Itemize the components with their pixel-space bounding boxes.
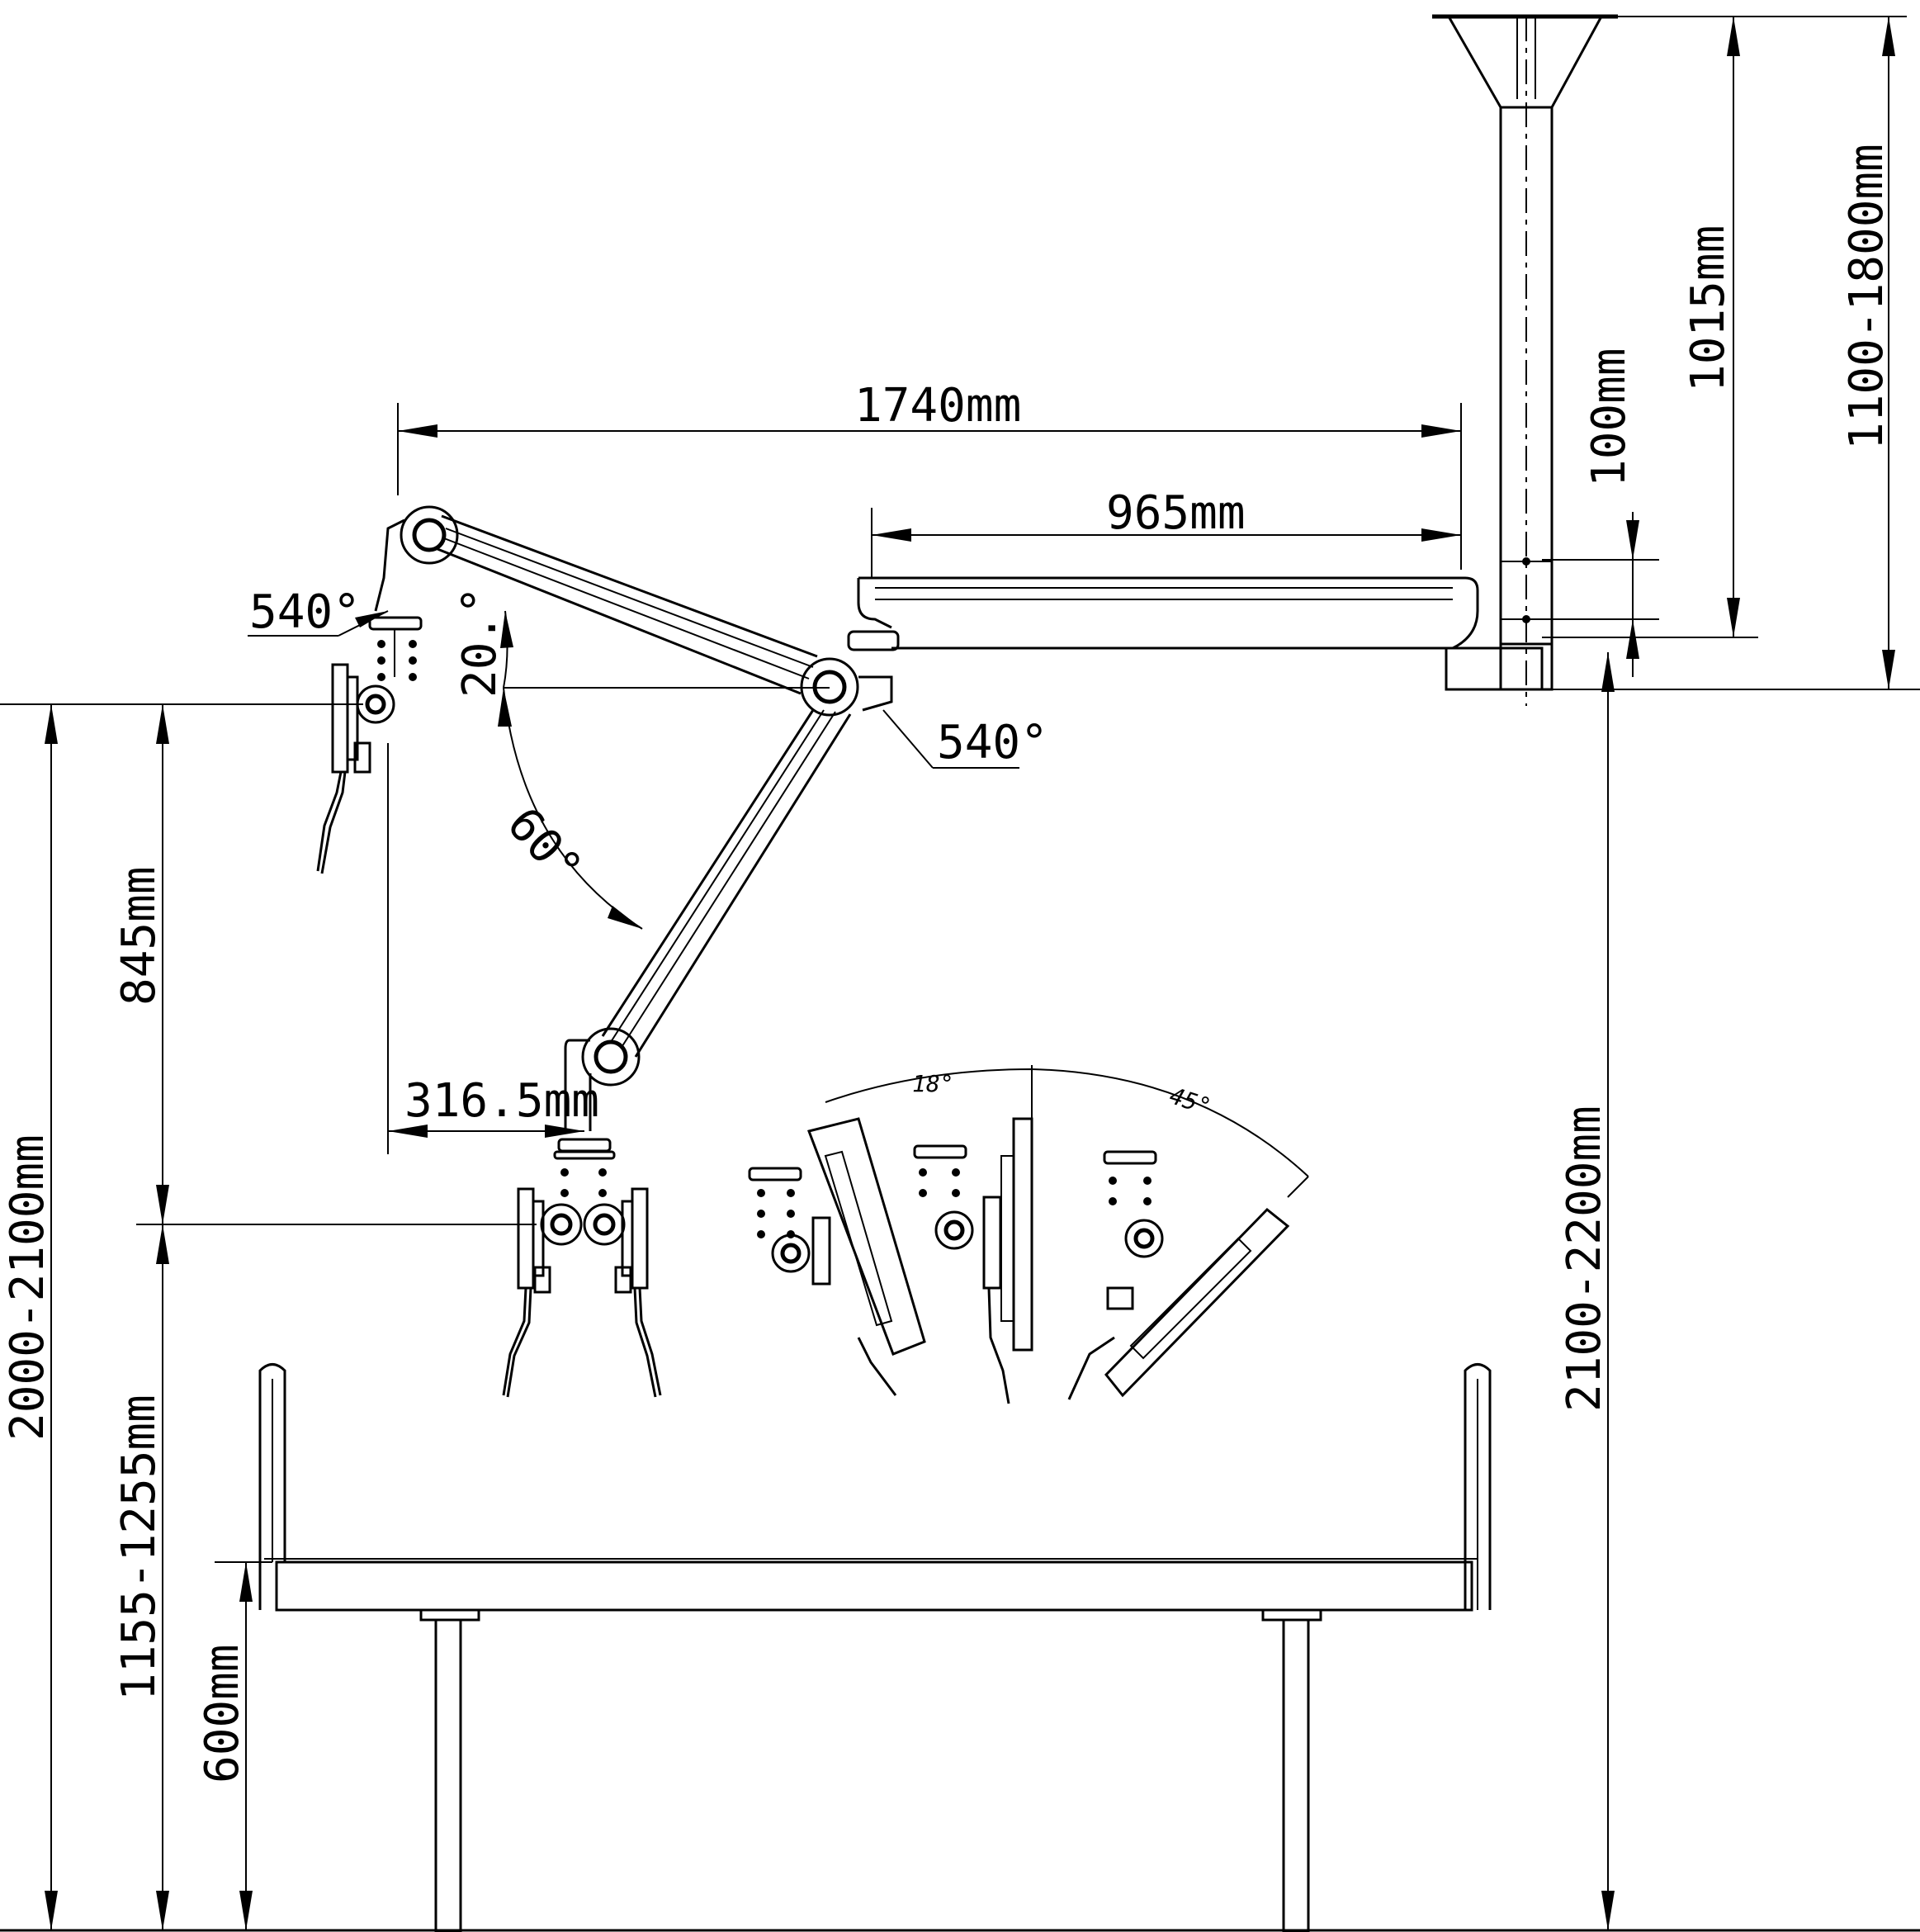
monitor-left-top [316, 616, 423, 874]
horizontal-arm [847, 576, 1479, 651]
monitor-bottom-double [502, 1138, 662, 1398]
label-room-height: 2000-2100mm [1, 1134, 54, 1441]
label-ceiling-height: 2100-2200mm [1558, 1106, 1611, 1412]
label-monitor-tilt-18: 18° [912, 1070, 954, 1097]
lower-arm [564, 709, 852, 1131]
monitor-tilt-0 [913, 1117, 1033, 1404]
label-rotation-left: 540° [249, 585, 361, 639]
dimension-lines [0, 16, 1920, 1930]
label-horizontal-arm: 965mm [1106, 486, 1246, 540]
monitor-tilt-45 [1067, 1150, 1290, 1400]
label-arm-reach: 1740mm [854, 379, 1021, 433]
label-arm-height: 845mm [112, 866, 166, 1006]
ceiling-mount [1432, 14, 1618, 706]
label-mount-offset: 316.5mm [404, 1074, 599, 1128]
label-table-height: 600mm [196, 1644, 249, 1783]
label-monitor-height: 1155-1255mm [112, 1395, 166, 1701]
label-ceiling-drop: 1100-1800mm [1840, 144, 1894, 450]
labels: 1740mm 965mm 100mm 1015mm 1100-1800mm 21… [1, 144, 1894, 1783]
label-pole-offset: 100mm [1582, 348, 1636, 487]
monitor-tilt-18 [748, 1117, 926, 1396]
tilt-arc [825, 1065, 1309, 1198]
label-rotation-right: 540° [937, 716, 1048, 769]
label-monitor-tilt-45: 45° [1166, 1082, 1214, 1120]
label-tilt-up: 20.° [453, 586, 507, 698]
table [0, 1363, 1920, 1932]
label-tilt-down: 60° [497, 798, 593, 896]
label-pole-length: 1015mm [1681, 225, 1735, 392]
